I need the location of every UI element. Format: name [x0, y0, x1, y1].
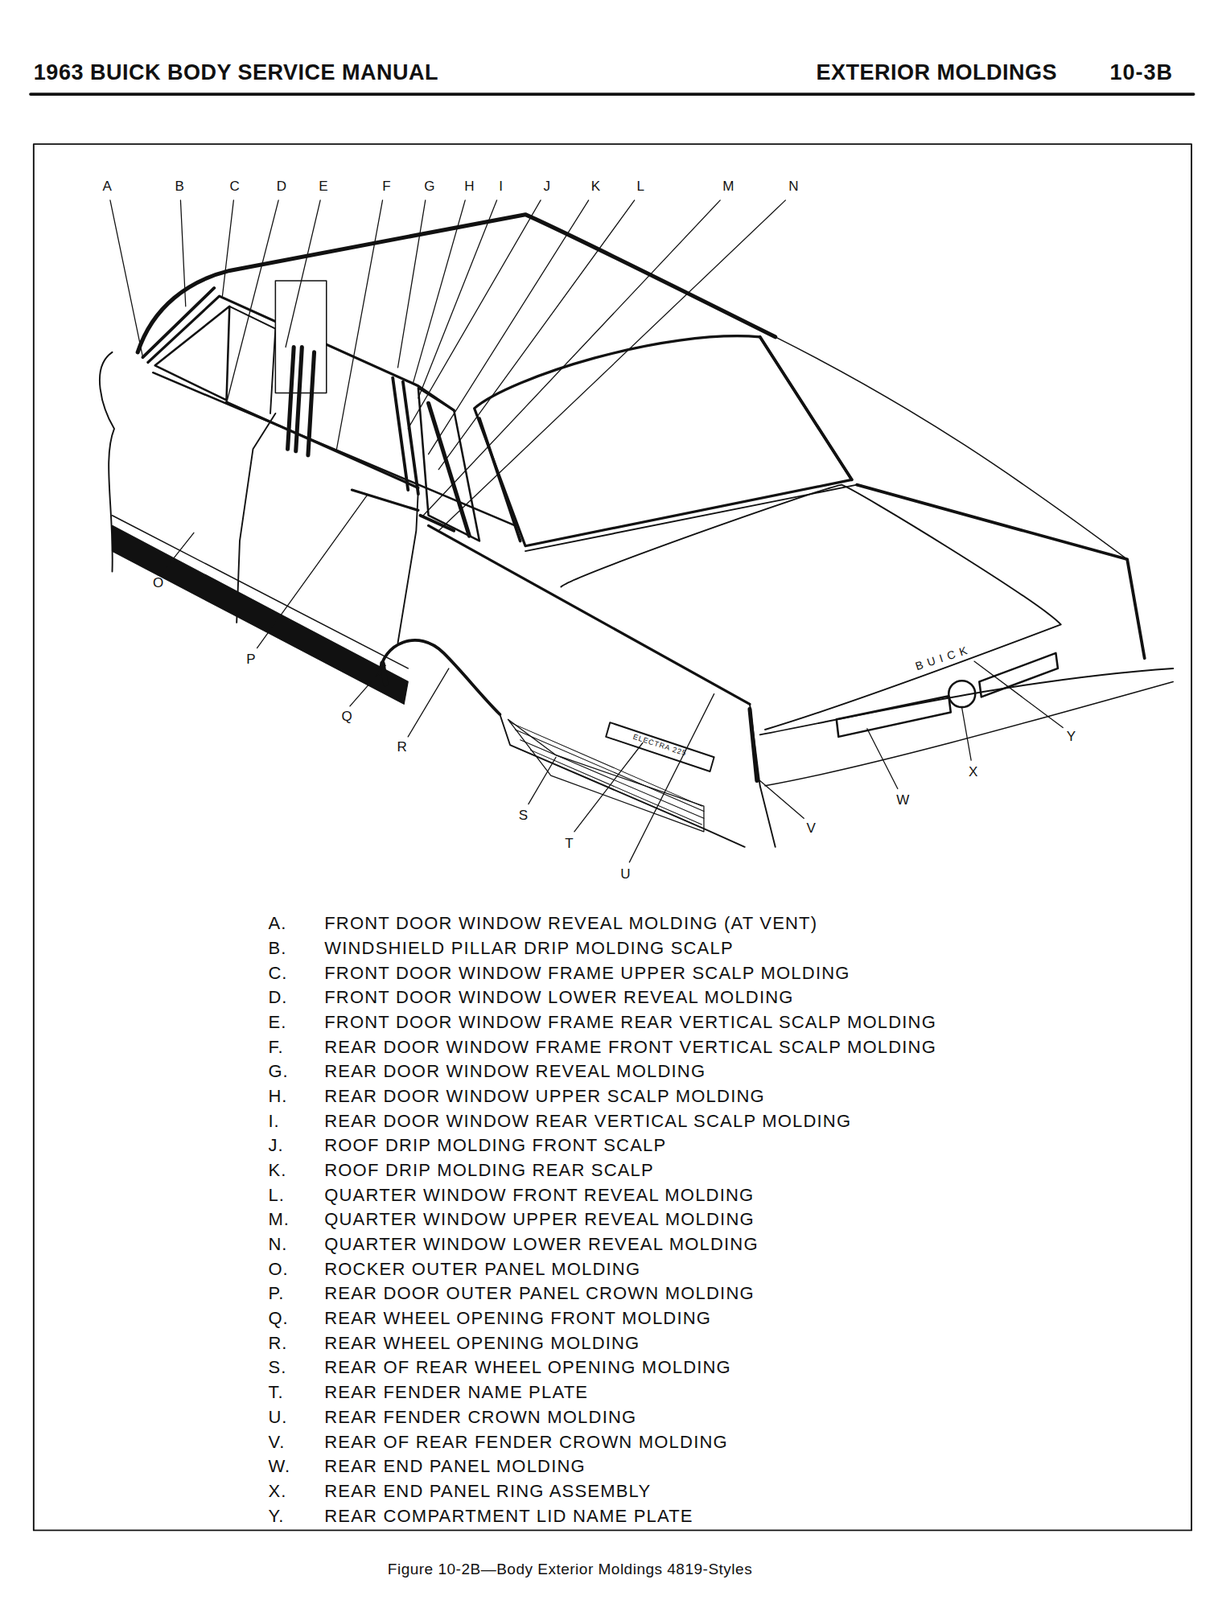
key-description: ROOF DRIP MOLDING REAR SCALP: [324, 1160, 655, 1181]
callout-letter: J: [543, 179, 551, 195]
key-letter: A.: [267, 913, 287, 934]
key-description: QUARTER WINDOW UPPER REVEAL MOLDING: [324, 1209, 755, 1230]
key-letter: N.: [267, 1234, 288, 1255]
key-letter: V.: [267, 1432, 285, 1453]
key-letter: U.: [267, 1407, 288, 1428]
key-letter: K.: [267, 1160, 287, 1181]
key-description: REAR WHEEL OPENING MOLDING: [324, 1333, 640, 1354]
callout-letter: L: [637, 179, 645, 195]
key-letter: E.: [267, 1012, 287, 1033]
key-description: REAR OF REAR FENDER CROWN MOLDING: [324, 1432, 729, 1453]
key-letter: F.: [267, 1037, 284, 1058]
key-letter: R.: [267, 1333, 288, 1354]
key-description: REAR COMPARTMENT LID NAME PLATE: [324, 1506, 694, 1527]
callout-letter: O: [152, 576, 164, 592]
key-letter: G.: [267, 1061, 289, 1082]
callout-letter: A: [102, 179, 112, 195]
key-letter: D.: [267, 987, 288, 1008]
callout-letter: K: [591, 179, 601, 195]
callout-letter: Q: [341, 709, 352, 725]
key-description: FRONT DOOR WINDOW LOWER REVEAL MOLDING: [324, 987, 794, 1008]
callout-letter: T: [564, 835, 573, 852]
callout-letter: C: [230, 179, 240, 195]
key-letter: W.: [267, 1456, 291, 1477]
key-letter: X.: [267, 1481, 287, 1502]
callout-letter: H: [464, 179, 474, 195]
key-description: REAR DOOR WINDOW REAR VERTICAL SCALP MOL…: [324, 1111, 852, 1132]
key-letter: O.: [267, 1259, 289, 1280]
callout-letter: G: [423, 179, 435, 195]
key-letter: S.: [267, 1357, 287, 1378]
key-description: REAR DOOR OUTER PANEL CROWN MOLDING: [324, 1283, 755, 1304]
key-description: REAR FENDER NAME PLATE: [324, 1382, 589, 1403]
key-description: REAR DOOR WINDOW REVEAL MOLDING: [324, 1061, 706, 1082]
callout-letter: V: [806, 820, 815, 836]
callout-letter: U: [620, 866, 630, 882]
callout-letter: B: [174, 179, 184, 195]
callout-letter: S: [518, 808, 528, 824]
page-number: 10-3B: [1110, 61, 1174, 86]
name-plate-text: ELECTRA 225: [632, 732, 688, 758]
key-letter: L.: [267, 1185, 284, 1206]
callout-letter: M: [722, 179, 734, 195]
key-letter: Y.: [267, 1506, 284, 1527]
key-letter: T.: [267, 1382, 284, 1403]
key-letter: J.: [267, 1135, 284, 1156]
key-description: WINDSHIELD PILLAR DRIP MOLDING SCALP: [324, 938, 734, 959]
key-description: REAR WHEEL OPENING FRONT MOLDING: [324, 1308, 712, 1329]
callout-letter: P: [246, 652, 256, 668]
key-description: REAR END PANEL MOLDING: [324, 1456, 586, 1477]
callout-letter: F: [382, 179, 391, 195]
key-description: ROOF DRIP MOLDING FRONT SCALP: [324, 1135, 667, 1156]
callout-letter: E: [318, 179, 328, 195]
running-head: 1963 BUICK BODY SERVICE MANUAL: [33, 61, 439, 86]
key-letter: I.: [267, 1111, 280, 1132]
callout-letter: W: [896, 793, 910, 809]
lid-name-plate: BUICK: [913, 642, 974, 673]
key-letter: H.: [267, 1086, 288, 1107]
figure-caption: Figure 10-2B—Body Exterior Moldings 4819…: [387, 1561, 753, 1579]
callout-letter: D: [276, 179, 287, 195]
key-description: ROCKER OUTER PANEL MOLDING: [324, 1259, 641, 1280]
key-description: REAR OF REAR WHEEL OPENING MOLDING: [324, 1357, 732, 1378]
key-description: REAR DOOR WINDOW FRAME FRONT VERTICAL SC…: [324, 1037, 937, 1058]
key-description: REAR END PANEL RING ASSEMBLY: [324, 1481, 651, 1502]
key-letter: C.: [267, 963, 288, 984]
key-letter: Q.: [267, 1308, 289, 1329]
key-letter: M.: [267, 1209, 289, 1230]
callout-letter: X: [968, 765, 978, 781]
key-description: QUARTER WINDOW LOWER REVEAL MOLDING: [324, 1234, 759, 1255]
section-title: EXTERIOR MOLDINGS: [815, 61, 1058, 86]
callout-letter: N: [788, 179, 799, 195]
key-letter: B.: [267, 938, 287, 959]
key-letter: P.: [267, 1283, 284, 1304]
key-description: FRONT DOOR WINDOW FRAME REAR VERTICAL SC…: [324, 1012, 937, 1033]
key-description: REAR DOOR WINDOW UPPER SCALP MOLDING: [324, 1086, 766, 1107]
key-description: QUARTER WINDOW FRONT REVEAL MOLDING: [324, 1185, 754, 1206]
callout-letter: Y: [1066, 728, 1076, 745]
key-description: FRONT DOOR WINDOW REVEAL MOLDING (AT VEN…: [324, 913, 818, 934]
key-description: REAR FENDER CROWN MOLDING: [324, 1407, 637, 1428]
key-description: FRONT DOOR WINDOW FRAME UPPER SCALP MOLD…: [324, 963, 850, 984]
callout-letter: I: [498, 179, 503, 195]
callout-letter: R: [396, 740, 407, 756]
